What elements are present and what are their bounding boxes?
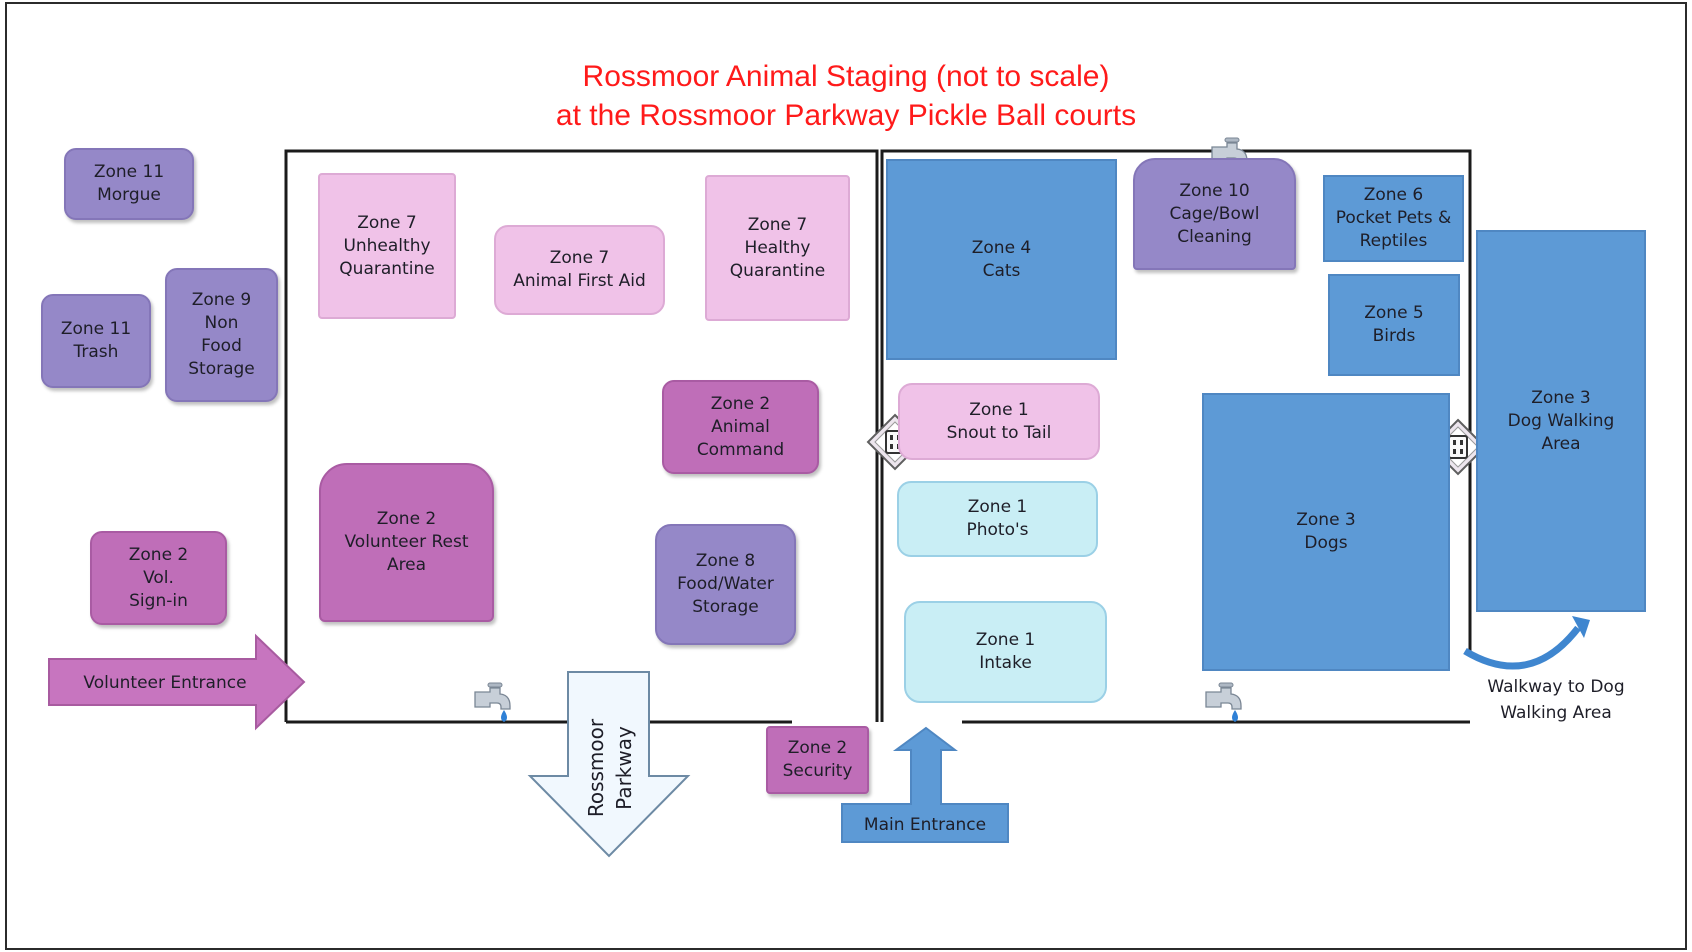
zone-non-food-storage: Zone 9 Non Food Storage bbox=[165, 268, 278, 402]
zone-photos: Zone 1 Photo's bbox=[897, 481, 1098, 557]
map-title-line1: Rossmoor Animal Staging (not to scale) bbox=[582, 60, 1110, 93]
walkway-arrow bbox=[1463, 616, 1590, 670]
rossmoor-parkway-label: Rossmoor Parkway bbox=[584, 718, 636, 818]
zone-pocket-pets-reptiles: Zone 6 Pocket Pets & Reptiles bbox=[1323, 175, 1464, 262]
volunteer-entrance-arrow bbox=[48, 633, 306, 731]
zone-snout-to-tail: Zone 1 Snout to Tail bbox=[898, 383, 1100, 460]
zone-security: Zone 2 Security bbox=[766, 726, 869, 794]
zone-morgue: Zone 11 Morgue bbox=[64, 148, 194, 220]
zone-food-water-storage: Zone 8 Food/Water Storage bbox=[655, 524, 796, 645]
volunteer-entrance-label: Volunteer Entrance bbox=[83, 673, 247, 693]
zone-cage-bowl-cleaning: Zone 10 Cage/Bowl Cleaning bbox=[1133, 158, 1296, 270]
walkway-label: Walkway to Dog Walking Area bbox=[1487, 677, 1625, 723]
page-frame bbox=[5, 2, 1687, 950]
zone-cats: Zone 4 Cats bbox=[886, 159, 1117, 360]
zone-trash: Zone 11 Trash bbox=[41, 294, 151, 388]
zone-intake: Zone 1 Intake bbox=[904, 601, 1107, 703]
zone-animal-first-aid: Zone 7 Animal First Aid bbox=[494, 225, 665, 315]
zone-healthy-quarantine: Zone 7 Healthy Quarantine bbox=[705, 175, 850, 321]
faucet-icon bbox=[1205, 682, 1242, 723]
faucet-icon bbox=[474, 682, 511, 723]
zone-birds: Zone 5 Birds bbox=[1328, 274, 1460, 376]
zone-dog-walking-area: Zone 3 Dog Walking Area bbox=[1476, 230, 1646, 612]
rossmoor-parkway-arrow bbox=[527, 671, 691, 858]
map-title-line2: at the Rossmoor Parkway Pickle Ball cour… bbox=[555, 99, 1137, 132]
zone-vol-sign-in: Zone 2 Vol. Sign-in bbox=[90, 531, 227, 625]
main-entrance-label: Main Entrance bbox=[863, 815, 987, 835]
zone-animal-command: Zone 2 Animal Command bbox=[662, 380, 819, 474]
main-entrance-arrow bbox=[841, 726, 1009, 843]
zone-dogs: Zone 3 Dogs bbox=[1202, 393, 1450, 671]
zone-volunteer-rest-area: Zone 2 Volunteer Rest Area bbox=[319, 463, 494, 622]
zone-unhealthy-quarantine: Zone 7 Unhealthy Quarantine bbox=[318, 173, 456, 319]
